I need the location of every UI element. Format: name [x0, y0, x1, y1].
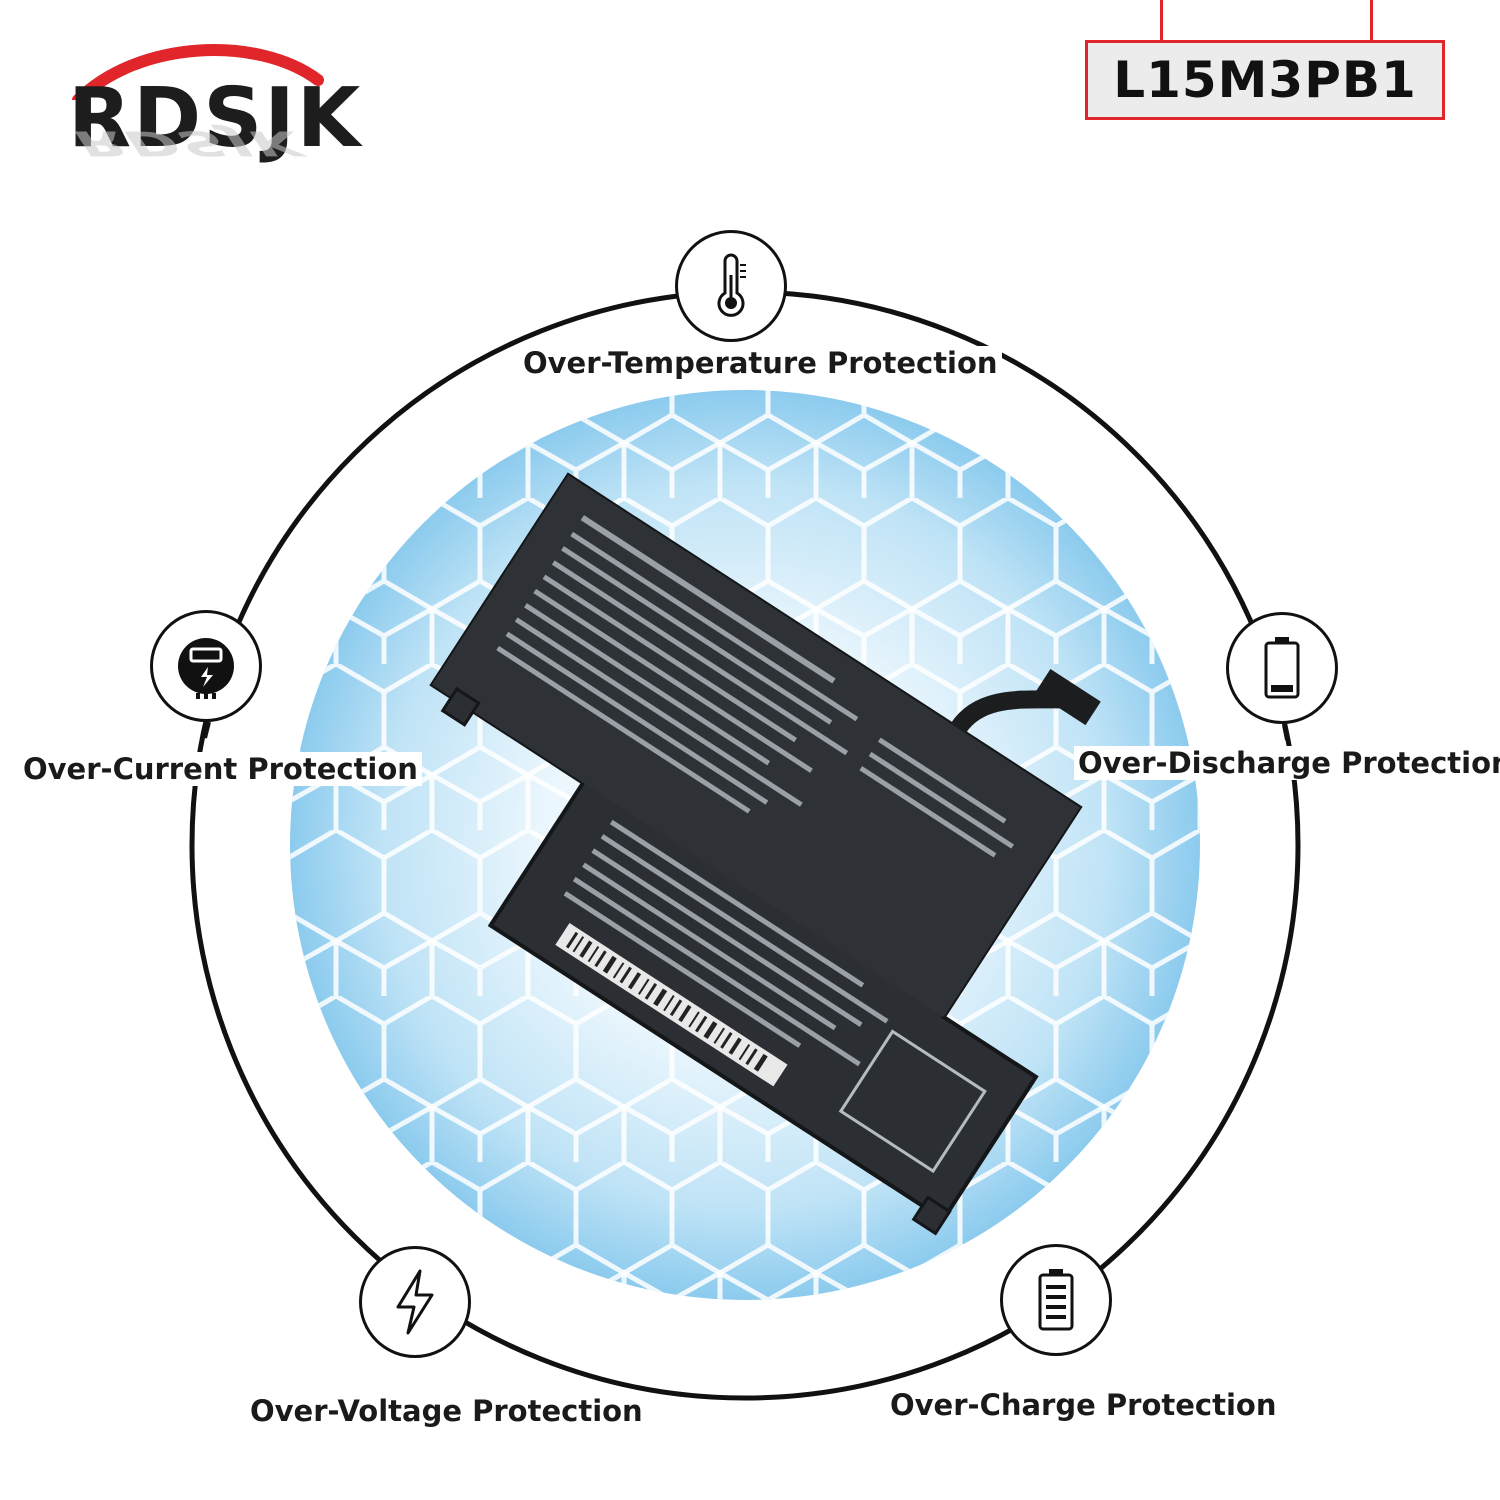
feature-charge-icon-badge	[1000, 1244, 1112, 1356]
feature-discharge-icon-badge	[1226, 612, 1338, 724]
logo-swoosh	[72, 44, 324, 100]
feature-charge-label: Over-Charge Protection	[886, 1388, 1281, 1422]
feature-discharge-label: Over-Discharge Protection	[1074, 746, 1500, 780]
feature-voltage-icon-badge	[359, 1246, 471, 1358]
model-label: L15M3PB1	[1113, 51, 1417, 109]
brand-logo: RDSJK RDSJK	[58, 40, 478, 200]
lightning-icon	[396, 1269, 434, 1335]
model-connector-left	[1160, 0, 1163, 40]
feature-temperature-icon-badge	[675, 230, 787, 342]
current-meter-icon	[178, 638, 234, 699]
feature-current-icon-badge	[150, 610, 262, 722]
battery-pack	[429, 472, 1101, 1236]
model-badge: L15M3PB1	[1085, 40, 1445, 120]
feature-temperature-label: Over-Temperature Protection	[519, 346, 1002, 380]
feature-current-label: Over-Current Protection	[19, 752, 422, 786]
thermometer-icon	[717, 253, 746, 317]
battery-full-icon	[1038, 1269, 1074, 1331]
battery-low-icon	[1264, 637, 1300, 699]
model-connector-right	[1370, 0, 1373, 40]
feature-voltage-label: Over-Voltage Protection	[246, 1394, 647, 1428]
brand-name: RDSJK	[68, 71, 363, 166]
